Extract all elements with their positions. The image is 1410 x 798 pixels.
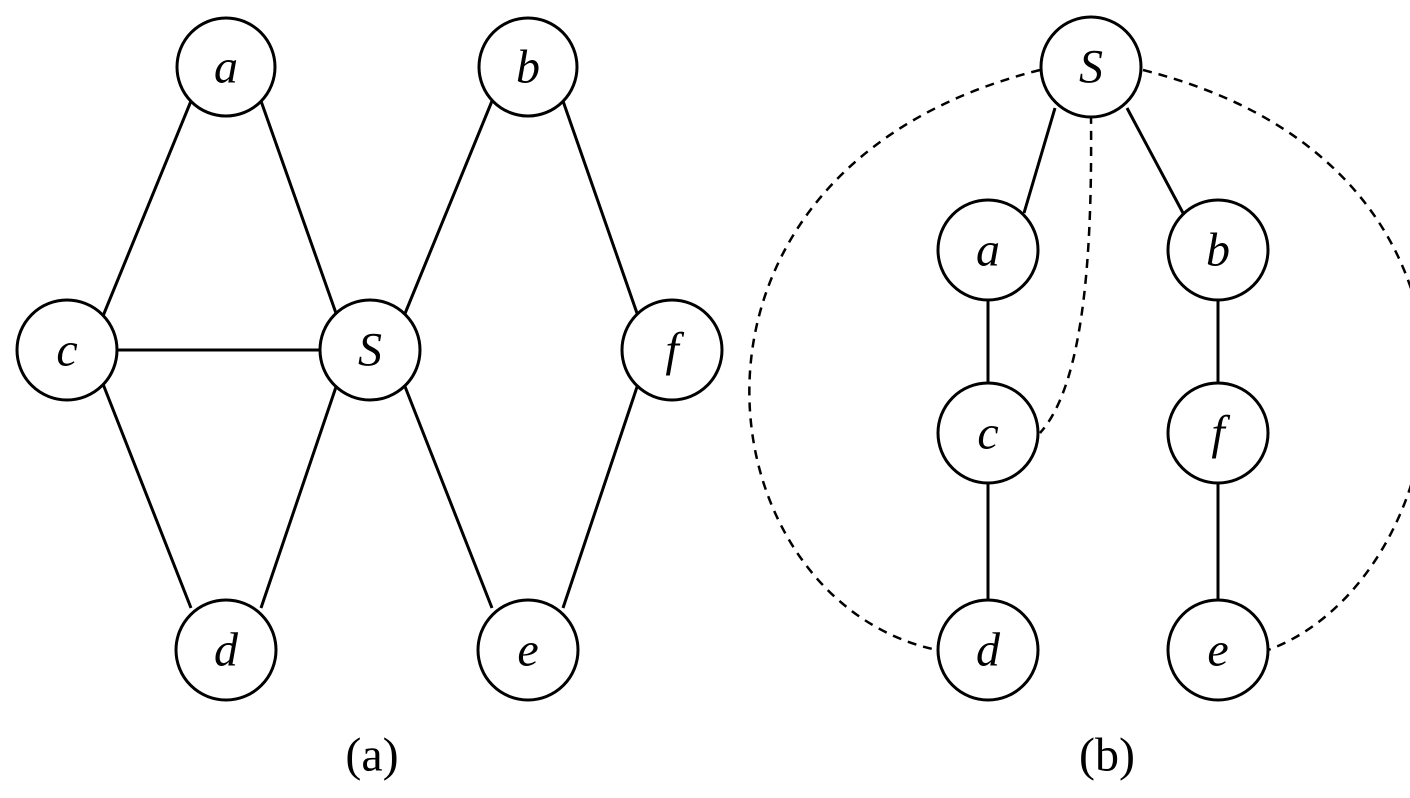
edge-b-f (561, 100, 640, 317)
node-label: e (517, 624, 538, 677)
edge-a-c (101, 100, 193, 317)
panel-a-edges (101, 100, 640, 609)
node-label: c (977, 407, 998, 460)
node-label: S (1079, 41, 1103, 94)
node-label: a (214, 41, 238, 94)
panel-a: a b c S f d e (a) (15, 16, 724, 782)
graph-node: d (936, 598, 1040, 702)
graph-node: S (1039, 15, 1143, 119)
graph-node: e (476, 598, 580, 702)
node-label: d (976, 624, 1001, 677)
back-edge-S-c (1039, 114, 1093, 434)
edge-f-e (561, 383, 640, 609)
edge-a-S (259, 100, 339, 317)
graph-node: a (936, 198, 1040, 302)
graph-node: S (318, 298, 422, 402)
node-label: b (516, 41, 540, 94)
graph-node: a (175, 16, 277, 118)
node-label: e (1207, 624, 1228, 677)
graph-node: b (1166, 198, 1270, 302)
graph-node: b (477, 16, 579, 118)
graph-node: c (15, 298, 119, 402)
node-label: d (214, 624, 239, 677)
graph-node: f (1166, 381, 1270, 485)
edge-S-e (402, 383, 494, 609)
node-label: c (56, 324, 77, 377)
tree-edge-S-b (1125, 107, 1185, 214)
panel-b-back-edges (748, 68, 1410, 652)
edge-S-b (402, 100, 494, 317)
edge-c-d (101, 383, 193, 609)
graph-node: d (174, 598, 278, 702)
panel-caption: (a) (345, 729, 398, 782)
graph-node: f (620, 298, 724, 402)
graph-node: c (936, 381, 1040, 485)
node-label: b (1206, 224, 1230, 277)
edge-S-d (259, 383, 339, 609)
graph-node: e (1166, 598, 1270, 702)
panel-b-tree-edges (986, 107, 1220, 599)
node-label: a (976, 224, 1000, 277)
back-edge-S-d (748, 68, 1041, 652)
panel-caption: (b) (1079, 729, 1135, 782)
node-label: S (358, 324, 382, 377)
tree-edge-S-a (1022, 107, 1057, 214)
back-edge-S-e (1142, 68, 1410, 652)
panel-b: S a b c f d e (b) (748, 15, 1410, 782)
